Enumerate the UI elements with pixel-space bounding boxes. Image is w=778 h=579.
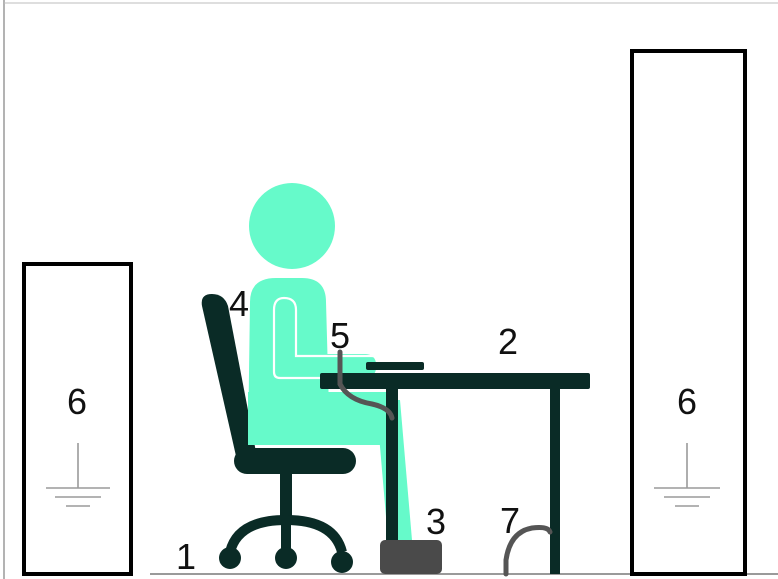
- wrist-strap-cord: [337, 349, 395, 421]
- label-left-cabinet: 6: [67, 381, 87, 422]
- keyboard: [366, 362, 424, 370]
- footrest: [380, 540, 442, 574]
- floor-cord: [503, 525, 553, 577]
- ground-symbol-icon: [46, 443, 110, 507]
- label-chair: 4: [229, 283, 249, 324]
- person: [248, 183, 412, 540]
- desk: [320, 373, 590, 540]
- desk-rear-leg: [550, 388, 560, 574]
- label-floor-cord: 7: [500, 500, 520, 541]
- chair: [201, 294, 356, 573]
- label-floor: 1: [176, 536, 196, 577]
- label-desk: 2: [498, 321, 518, 362]
- image-frame: [3, 0, 778, 579]
- label-wrist-strap: 5: [330, 315, 350, 356]
- label-footrest: 3: [426, 501, 446, 542]
- ground-symbol-icon: [654, 443, 720, 507]
- person-arm-outline: [272, 296, 380, 380]
- left-cabinet: [22, 262, 133, 576]
- label-right-cabinet: 6: [677, 381, 697, 422]
- right-cabinet: [630, 49, 747, 576]
